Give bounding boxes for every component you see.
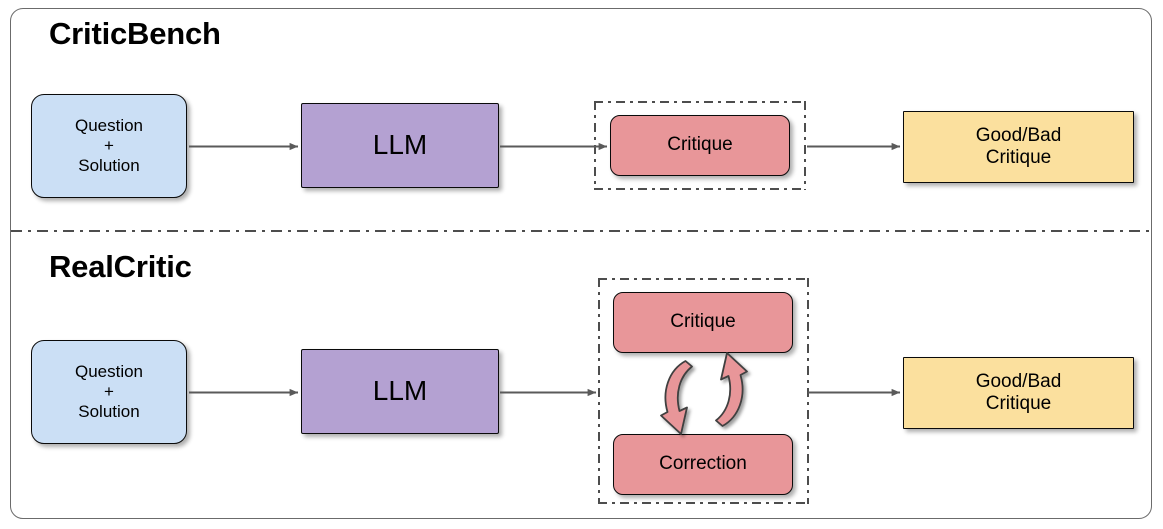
node-question-solution-bottom[interactable]: Question + Solution <box>31 340 187 444</box>
node-label: Good/Bad Critique <box>975 370 1062 414</box>
node-llm-bottom[interactable]: LLM <box>301 349 499 434</box>
node-label: LLM <box>372 129 428 161</box>
node-question-solution-top[interactable]: Question + Solution <box>31 94 187 198</box>
node-label: Good/Bad Critique <box>975 124 1062 168</box>
node-label: LLM <box>372 375 428 407</box>
node-label: Question + Solution <box>74 362 144 421</box>
outer-frame <box>10 8 1152 519</box>
node-critique-bottom[interactable]: Critique <box>613 292 793 353</box>
node-llm-top[interactable]: LLM <box>301 103 499 188</box>
node-label: Critique <box>667 134 733 156</box>
node-label: Correction <box>659 453 747 475</box>
section-title-criticbench: CriticBench <box>49 16 221 51</box>
node-correction-bottom[interactable]: Correction <box>613 434 793 495</box>
node-good-bad-critique-top[interactable]: Good/Bad Critique <box>903 111 1134 183</box>
node-critique-top[interactable]: Critique <box>610 115 790 176</box>
node-good-bad-critique-bottom[interactable]: Good/Bad Critique <box>903 357 1134 429</box>
node-label: Question + Solution <box>74 116 144 175</box>
node-label: Critique <box>670 311 736 333</box>
section-divider <box>11 230 1152 233</box>
section-title-realcritic: RealCritic <box>49 249 192 284</box>
